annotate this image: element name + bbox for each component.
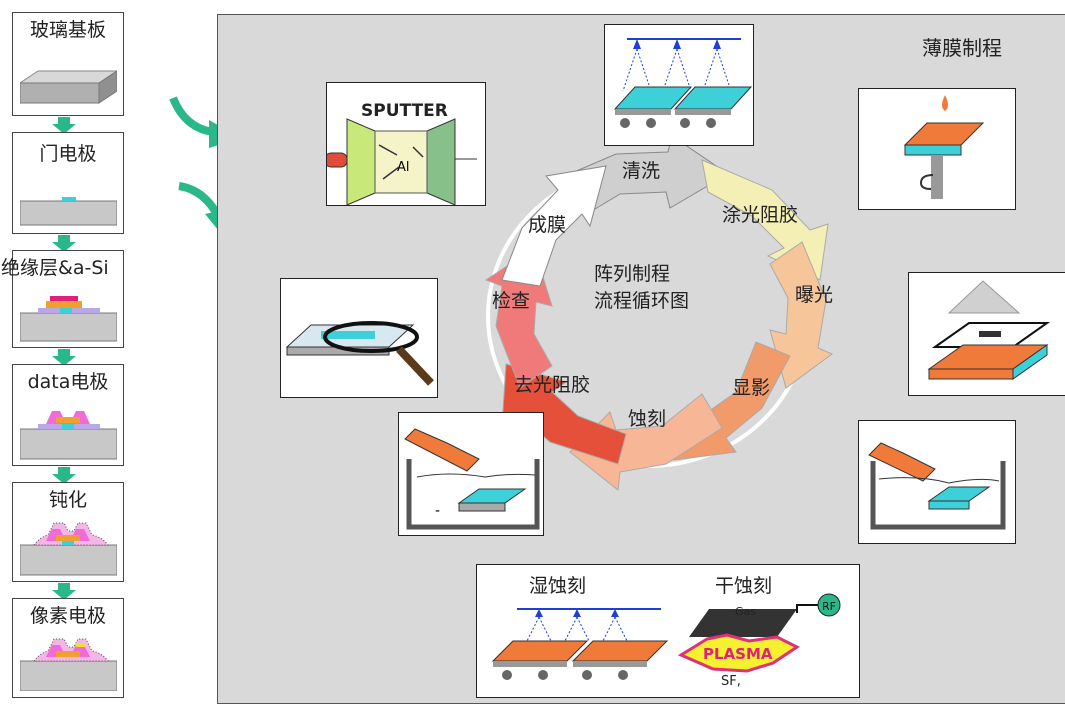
cycle-label-coating: 涂光阻胶 [722, 204, 799, 226]
step-data-electrode: data电极 [12, 364, 124, 466]
cycle-label-develop: 显影 [732, 377, 771, 399]
down-arrow-icon [52, 349, 76, 366]
cycle-center-title-1: 阵列制程 [594, 263, 671, 285]
arrow-deposition [501, 165, 607, 287]
cycle-label-deposition: 成膜 [528, 214, 567, 236]
cycle-label-etching: 蚀刻 [628, 408, 667, 430]
step-insulator-a-si: 绝缘层&a-Si [1, 250, 124, 348]
step-pixel-electrode: 像素电极 [12, 598, 124, 698]
sf-label: SF, [721, 674, 741, 689]
cycle-ring [484, 135, 833, 491]
inspection-image [280, 278, 438, 398]
pixel-electrode-icon [20, 638, 117, 691]
passivation-icon [20, 522, 117, 576]
cycle-center-title-2: 流程循环图 [594, 290, 690, 312]
cycle-label-cleaning: 清洗 [622, 160, 661, 182]
sputter-image: SPUTTER Al [326, 82, 486, 206]
cycle-label-inspect: 检查 [492, 290, 531, 312]
down-arrow-icon [52, 583, 76, 600]
plasma-label: PLASMA [703, 645, 773, 663]
strip-image: - [398, 412, 544, 536]
minus-sign: - [435, 503, 440, 519]
cycle-label-exposure: 曝光 [795, 284, 834, 306]
cleaning-image [604, 24, 754, 146]
arrow-cleaning [559, 135, 729, 213]
gas-label: Gas [735, 605, 756, 618]
wet-etch-label: 湿蚀刻 [529, 575, 587, 597]
sputter-title: SPUTTER [361, 101, 448, 121]
target-label: Al [397, 160, 410, 175]
down-arrow-icon [52, 235, 76, 252]
step-label: 玻璃基板 [29, 19, 106, 41]
step-label: 门电极 [39, 143, 97, 165]
rf-label: RF [822, 600, 836, 613]
step-label: data电极 [27, 371, 109, 393]
step-glass-substrate: 玻璃基板 [12, 12, 124, 116]
exposure-image [908, 272, 1065, 396]
down-arrow-icon [52, 117, 76, 134]
insulator-layer-icon [20, 296, 117, 342]
step-label: 钝化 [48, 489, 87, 511]
data-electrode-icon [20, 411, 117, 460]
step-gate-electrode: 门电极 [12, 132, 124, 234]
develop-image [858, 420, 1016, 544]
etching-image: 湿蚀刻 干蚀刻 PLASMA Gas RF SF, [476, 564, 860, 698]
coating-image [858, 88, 1016, 210]
dry-etch-label: 干蚀刻 [715, 575, 773, 597]
glass-substrate-icon [20, 70, 117, 104]
gate-electrode-icon [20, 197, 117, 226]
panel-title: 薄膜制程 [922, 36, 1002, 60]
step-label: 像素电极 [29, 605, 106, 627]
step-passivation: 钝化 [12, 482, 124, 582]
down-arrow-icon [52, 467, 76, 484]
step-label: 绝缘层&a-Si [1, 257, 109, 279]
cycle-label-strip: 去光阻胶 [514, 374, 591, 396]
